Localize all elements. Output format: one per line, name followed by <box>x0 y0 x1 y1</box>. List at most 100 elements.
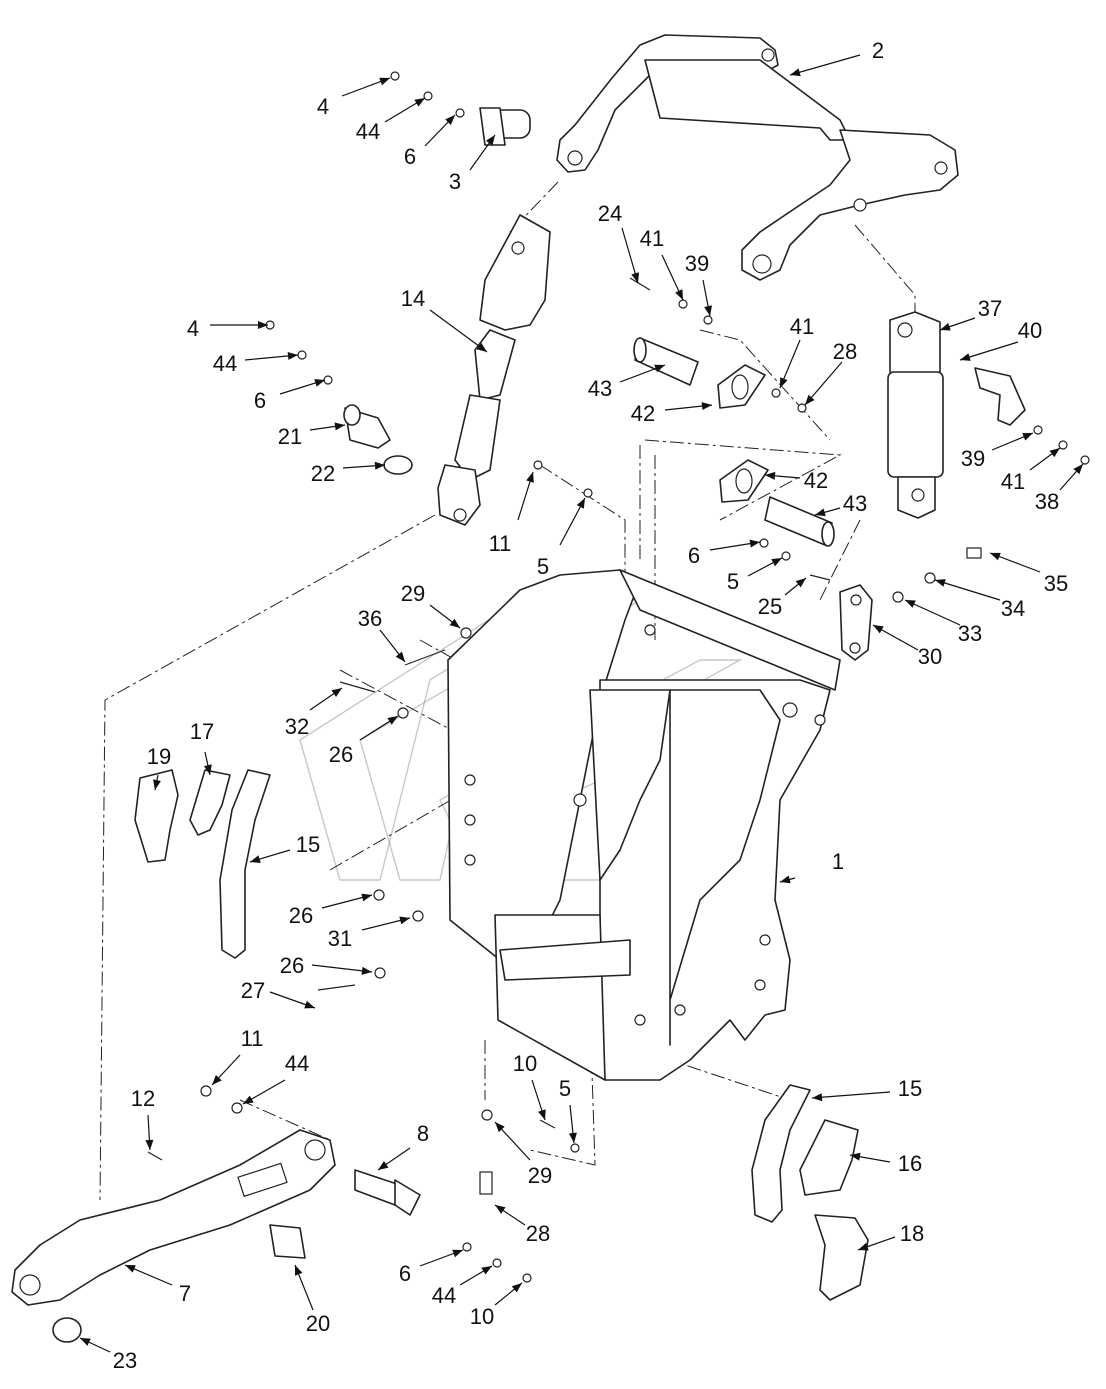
part-callout-number: 39 <box>685 251 709 276</box>
leader-arrowhead <box>378 1161 389 1170</box>
leader-arrowhead <box>203 764 212 775</box>
part-callout-number: 33 <box>958 621 982 646</box>
leader-line <box>934 579 1001 601</box>
part-callout-number: 27 <box>241 978 265 1003</box>
leader-arrowhead <box>361 966 372 975</box>
leader-arrowhead <box>795 578 806 588</box>
part-callout-number: 44 <box>285 1051 309 1076</box>
leader-arrowhead <box>780 377 788 388</box>
part-callout-number: 14 <box>401 286 425 311</box>
part-callout-number: 41 <box>790 314 814 339</box>
leader-arrowhead <box>387 716 398 725</box>
leader-arrowhead <box>481 1266 492 1275</box>
part-callout-number: 8 <box>417 1121 429 1146</box>
part-callout-number: 4 <box>317 94 329 119</box>
leader-arrowhead <box>1073 464 1083 475</box>
part-callout-number: 24 <box>598 201 622 226</box>
top-link-bracket <box>556 34 959 281</box>
part-callout-number: 28 <box>526 1221 550 1246</box>
link-plate-30 <box>839 584 873 661</box>
leader-arrowhead <box>395 651 405 662</box>
part-callout-number: 29 <box>401 581 425 606</box>
part-callout-number: 7 <box>179 1281 191 1306</box>
part-callout-number: 35 <box>1044 571 1068 596</box>
leader-line <box>789 54 861 76</box>
wear-plate-19 <box>134 769 179 863</box>
leader-arrowhead <box>361 893 372 902</box>
leader-arrowhead <box>675 289 683 300</box>
leader-arrowhead <box>295 1265 303 1276</box>
leader-arrowhead <box>960 353 971 361</box>
leader-arrowhead <box>812 1093 823 1102</box>
part-callout-number: 42 <box>631 401 655 426</box>
part-callout-number: 43 <box>588 376 612 401</box>
part-callout-number: 5 <box>537 554 549 579</box>
part-callout-number: 15 <box>898 1076 922 1101</box>
leader-arrowhead <box>449 618 460 628</box>
part-callout-number: 44 <box>213 351 237 376</box>
leader-arrowhead <box>704 305 713 316</box>
leader-arrowhead <box>452 1249 463 1258</box>
part-callout-number: 36 <box>358 606 382 631</box>
bushing-42-lower <box>719 459 769 503</box>
bushing-23 <box>52 1317 82 1343</box>
leader-arrowhead <box>815 508 826 517</box>
linch-pin-22 <box>383 455 413 475</box>
leader-arrowhead <box>765 471 776 480</box>
leader-arrowhead <box>576 498 585 509</box>
leader-arrowhead <box>790 68 801 77</box>
wear-plate-17 <box>189 769 231 836</box>
leader-arrowhead <box>414 98 425 107</box>
leader-line <box>811 1091 891 1099</box>
leader-arrowhead <box>243 1095 254 1104</box>
part-callout-number: 38 <box>1035 489 1059 514</box>
part-callout-number: 16 <box>898 1151 922 1176</box>
leader-arrowhead <box>1049 448 1060 458</box>
leader-arrowhead <box>145 1139 154 1150</box>
small-hardware <box>147 71 1090 1283</box>
part-callout-number: 5 <box>727 569 739 594</box>
part-callout-number: 5 <box>559 1076 571 1101</box>
leader-arrowhead <box>749 539 760 548</box>
part-callout-number: 41 <box>1001 469 1025 494</box>
leader-arrowhead <box>258 321 268 329</box>
part-callout-number: 6 <box>254 388 266 413</box>
leader-arrowhead <box>80 1338 91 1346</box>
pin-43-upper <box>633 337 699 386</box>
turnbuckle-14 <box>437 214 551 526</box>
leader-arrowhead <box>445 115 455 125</box>
part-callout-number: 26 <box>329 742 353 767</box>
part-callout-number: 25 <box>758 594 782 619</box>
part-callout-number: 43 <box>843 491 867 516</box>
leader-arrowhead <box>287 351 298 360</box>
hydraulic-cylinder-37 <box>887 311 944 519</box>
part-callout-number: 23 <box>113 1348 137 1373</box>
part-callout-number: 26 <box>289 903 313 928</box>
leader-arrowhead <box>631 272 640 283</box>
part-callout-number: 31 <box>328 926 352 951</box>
leader-arrowhead <box>1022 433 1033 441</box>
callout-labels: 1234446144446212224413937404128434242433… <box>113 38 1068 1373</box>
part-callout-number: 39 <box>961 446 985 471</box>
leader-arrowhead <box>805 394 815 405</box>
part-callout-number: 6 <box>399 1261 411 1286</box>
part-callout-number: 17 <box>190 719 214 744</box>
leader-arrowhead <box>654 364 665 373</box>
part-callout-number: 41 <box>640 226 664 251</box>
leader-arrowhead <box>250 855 261 863</box>
leader-arrowhead <box>125 1265 136 1273</box>
leader-arrowhead <box>990 552 1001 561</box>
part-callout-number: 6 <box>688 543 700 568</box>
part-callout-number: 4 <box>187 316 199 341</box>
leader-line <box>959 341 1019 361</box>
part-callout-number: 26 <box>280 953 304 978</box>
leader-arrowhead <box>495 1205 506 1214</box>
pin-8 <box>354 1169 421 1216</box>
pin-40 <box>974 367 1026 426</box>
leader-arrowhead <box>476 342 487 352</box>
part-callout-number: 18 <box>900 1221 924 1246</box>
leader-arrowhead <box>212 1074 222 1085</box>
part-callout-number: 30 <box>918 644 942 669</box>
part-callout-number: 21 <box>278 424 302 449</box>
leader-arrowhead <box>538 1109 546 1120</box>
